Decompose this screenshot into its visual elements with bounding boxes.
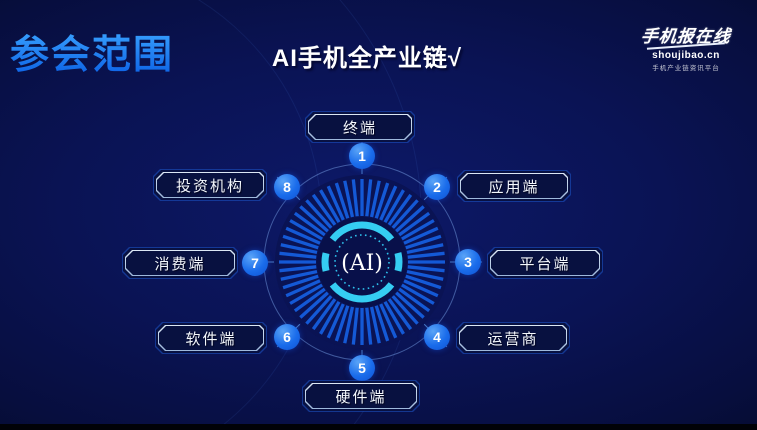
node-badge-8: 8 [274, 174, 300, 200]
node-badge-1: 1 [349, 143, 375, 169]
sunburst-rays [279, 179, 445, 345]
node-label: 硬件端 [335, 388, 387, 406]
label-box-consumer: 消费端 [125, 250, 235, 276]
brand-tagline: 手机产业链资讯平台 [652, 65, 720, 72]
segmented-arc-ring [321, 221, 403, 303]
node-badge-2: 2 [424, 174, 450, 200]
center-ai-label: (AI) [341, 251, 383, 276]
node-badge-5: 5 [349, 355, 375, 381]
node-label: 运营商 [487, 330, 539, 348]
label-box-investor: 投资机构 [156, 172, 264, 198]
inner-disc [317, 217, 407, 307]
node-label: 投资机构 [175, 177, 244, 195]
slide-subtitle: AI手机全产业链√ [271, 45, 463, 72]
node-label: 软件端 [185, 330, 237, 348]
node-badge-4: 4 [424, 324, 450, 350]
bottom-black-bar [0, 424, 757, 430]
node-label: 平台端 [519, 255, 571, 273]
label-box-terminal: 终端 [308, 114, 412, 140]
label-box-application: 应用端 [460, 173, 568, 199]
brand-domain: shoujibao.cn [652, 50, 720, 61]
node-label: 终端 [342, 119, 377, 137]
node-badge-7: 7 [242, 250, 268, 276]
label-box-software: 软件端 [158, 325, 264, 351]
node-label: 应用端 [488, 178, 540, 196]
brand-logo: 手机报在线 shoujibao.cn 手机产业链资讯平台 [631, 22, 741, 72]
node-badge-3: 3 [455, 249, 481, 275]
page-title: 参会范围 [10, 24, 174, 80]
label-box-platform: 平台端 [490, 250, 600, 276]
label-box-operator: 运营商 [459, 325, 567, 351]
label-box-hardware: 硬件端 [305, 383, 417, 409]
node-badge-6: 6 [274, 324, 300, 350]
node-label: 消费端 [154, 255, 206, 273]
dotted-ring [334, 234, 390, 290]
